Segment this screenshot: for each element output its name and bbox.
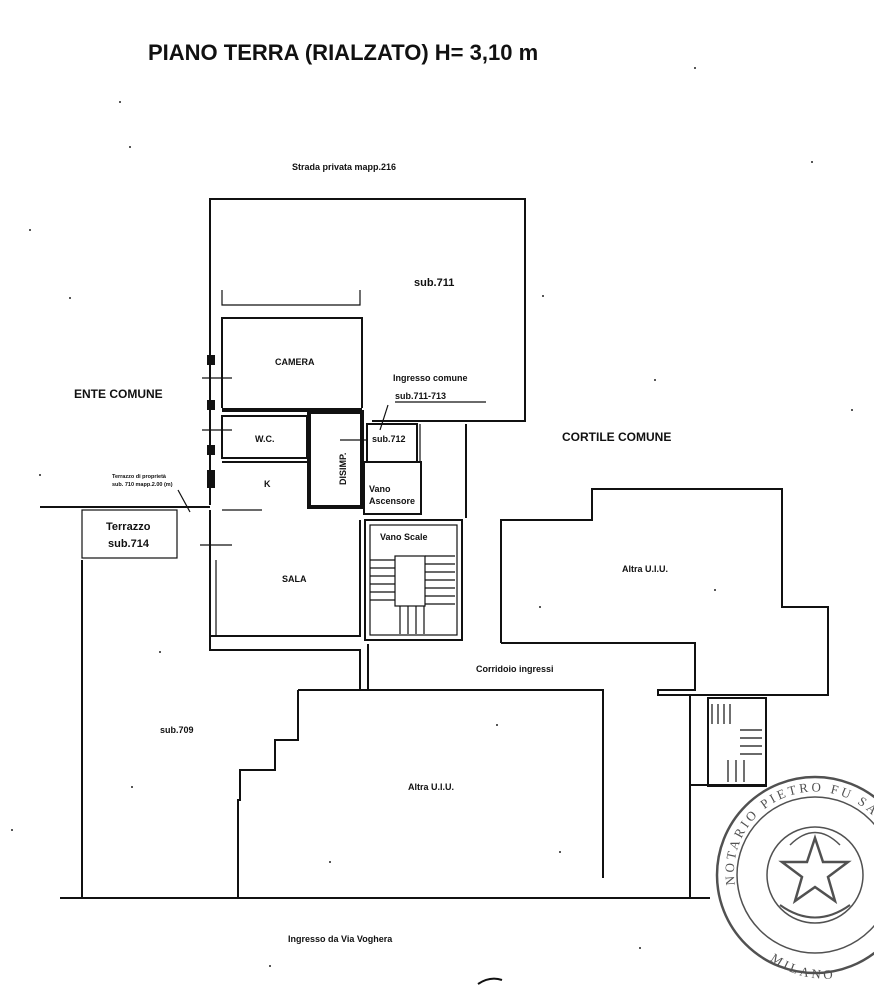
label-altra-uiu-right: Altra U.I.U. (622, 564, 668, 574)
label-ingresso-via: Ingresso da Via Voghera (288, 934, 393, 944)
label-vano-ascensore-2: Ascensore (369, 496, 415, 506)
label-sala: SALA (282, 574, 307, 584)
room-altra-uiu-right (500, 488, 829, 696)
label-terrazzo-proprieta-sub: sub. 710 mapp.2.00 (m) (112, 482, 173, 488)
stairwell (364, 519, 463, 641)
corridor-ingressi (367, 424, 604, 878)
label-terrazzo-proprieta: Terrazzo di proprietà (112, 474, 167, 480)
scan-specks (11, 67, 853, 967)
label-sub712: sub.712 (372, 434, 406, 444)
scan-mark (477, 977, 503, 985)
room-sub711 (209, 198, 526, 505)
label-ente-comune: ENTE COMUNE (74, 387, 163, 401)
staircase-right (707, 697, 767, 787)
plan-title: PIANO TERRA (RIALZATO) H= 3,10 m (148, 40, 538, 65)
label-camera: CAMERA (275, 357, 315, 367)
label-sub709: sub.709 (160, 725, 194, 735)
label-altra-uiu-bottom: Altra U.I.U. (408, 782, 454, 792)
label-sub711: sub.711 (414, 277, 454, 289)
official-seal-stamp: NOTARIO PIETRO FU SA MILANO (715, 775, 874, 982)
leader-line-ingresso (379, 404, 389, 431)
svg-text:MILANO: MILANO (768, 950, 836, 982)
label-ingresso-comune: Ingresso comune (393, 373, 468, 383)
label-cortile-comune: CORTILE COMUNE (562, 430, 671, 444)
terrace-sub714 (40, 506, 210, 559)
room-sala (209, 510, 361, 637)
label-wc: W.C. (255, 434, 275, 444)
label-disimp: DISIMP. (338, 453, 348, 485)
elevator-shaft (363, 461, 422, 515)
leader-line-terrazzo (177, 489, 191, 513)
room-disimpegno (307, 410, 366, 509)
label-terrazzo: Terrazzo (106, 521, 151, 533)
wall-openings-left (200, 355, 232, 546)
room-altra-uiu-bottom (298, 689, 766, 897)
label-vano-scale: Vano Scale (380, 532, 428, 542)
label-ingresso-comune-sub: sub.711-713 (395, 391, 446, 401)
label-vano-ascensore: Vano (369, 484, 391, 494)
label-terrazzo-sub: sub.714 (108, 538, 150, 550)
label-corridoio: Corridoio ingressi (476, 664, 554, 674)
label-k: K (264, 479, 271, 489)
room-sub709 (81, 560, 361, 897)
room-kitchen (222, 461, 307, 511)
label-strada-privata: Strada privata mapp.216 (292, 162, 396, 172)
svg-text:NOTARIO PIETRO FU SA: NOTARIO PIETRO FU SA (722, 779, 874, 886)
